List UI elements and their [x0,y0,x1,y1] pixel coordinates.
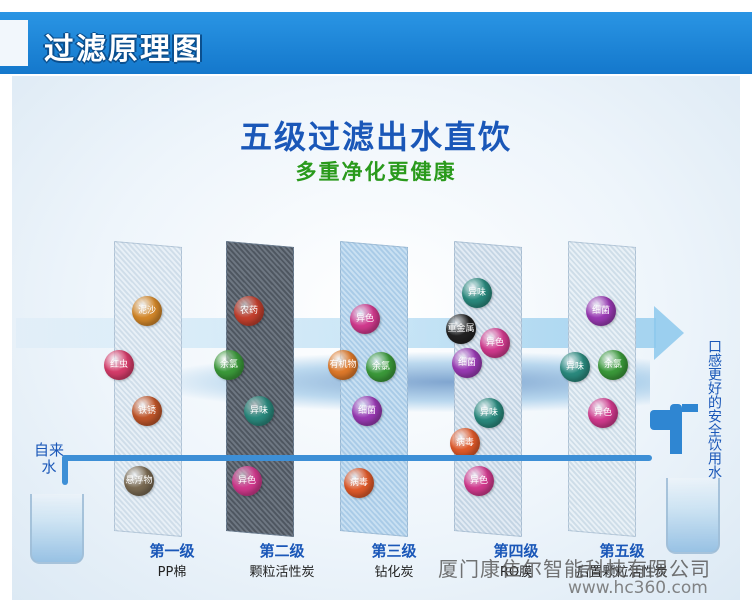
particle-label: 重金属 [447,324,475,334]
particle-ball: 异色 [588,398,618,428]
particle-label: 有机物 [329,360,357,370]
particle-ball: 病毒 [344,468,374,498]
particle-label: 红虫 [109,360,128,370]
headline: 五级过滤出水直饮 [239,118,512,156]
faucet-icon [650,410,676,430]
particle-label: 病毒 [455,438,474,448]
filter-panel-stage-2 [226,241,294,537]
particle-ball: 异味 [474,398,504,428]
particle-ball: 余氯 [366,352,396,382]
particle-label: 异色 [469,476,488,486]
stage-desc: 钻化炭 [374,565,414,580]
particle-ball: 异味 [560,352,590,382]
output-label: 口感更好的安全饮用水 [706,339,722,479]
particle-label: 余氯 [219,360,238,370]
water-flow-band [16,318,656,348]
particle-label: 异味 [479,408,498,418]
stage-title: 第二级 [259,542,305,560]
glass-clean-water-icon [666,478,720,554]
particle-ball: 异色 [232,466,262,496]
particle-ball: 病毒 [450,428,480,458]
particle-ball: 异色 [464,466,494,496]
particle-label: 细菌 [357,406,376,416]
particle-label: 细菌 [457,358,476,368]
particle-ball: 余氯 [214,350,244,380]
particle-label: 泥沙 [137,306,156,316]
particle-ball: 重金属 [446,314,476,344]
particle-label: 异色 [485,338,504,348]
subheadline: 多重净化更健康 [295,160,457,184]
flow-arrow-icon [654,306,684,360]
particle-label: 异味 [249,406,268,416]
particle-label: 细菌 [591,306,610,316]
particle-ball: 细菌 [352,396,382,426]
water-pipe-inlet [62,455,68,485]
faucet-spout [682,404,698,412]
particle-ball: 农药 [234,296,264,326]
stage-desc: 后置颗粒活性炭 [576,565,668,580]
particle-label: 余氯 [603,360,622,370]
stage-title: 第四级 [493,542,539,560]
glass-tap-water-icon [30,494,84,564]
watermark-company: 厦门康隹尔智能科技有限公司 [438,557,711,581]
particle-ball: 泥沙 [132,296,162,326]
particle-label: 农药 [239,306,258,316]
particle-ball: 有机物 [328,350,358,380]
header-bar [0,12,752,74]
particle-ball: 余氯 [598,350,628,380]
page-title: 过滤原理图 [44,32,204,67]
particle-ball: 细菌 [586,296,616,326]
particle-label: 铁锈 [137,406,156,416]
particle-ball: 铁锈 [132,396,162,426]
particle-ball: 细菌 [452,348,482,378]
particle-label: 异色 [237,476,256,486]
particle-ball: 异色 [480,328,510,358]
stage-title: 第三级 [371,542,417,560]
particle-ball: 红虫 [104,350,134,380]
particle-ball: 悬浮物 [124,466,154,496]
particle-label: 异色 [355,314,374,324]
particle-label: 病毒 [349,478,368,488]
stage-desc: 颗粒活性炭 [249,565,315,580]
watermark-url: www.hc360.com [568,578,708,598]
particle-ball: 异味 [244,396,274,426]
stage-desc: PP棉 [157,565,187,580]
particle-label: 余氯 [371,362,390,372]
faucet-neck [670,404,682,454]
particle-label: 异色 [593,408,612,418]
stage-title: 第五级 [599,542,645,560]
particle-label: 悬浮物 [125,476,153,486]
particle-label: 异味 [467,288,486,298]
stage-title: 第一级 [149,542,195,560]
filter-panel-stage-5 [568,241,636,537]
source-label: 自来水 [33,441,64,476]
stage-desc: RO膜 [499,565,533,580]
header-accent [0,20,28,66]
particle-ball: 异味 [462,278,492,308]
water-pipe [62,455,652,461]
particle-ball: 异色 [350,304,380,334]
particle-label: 异味 [565,362,584,372]
